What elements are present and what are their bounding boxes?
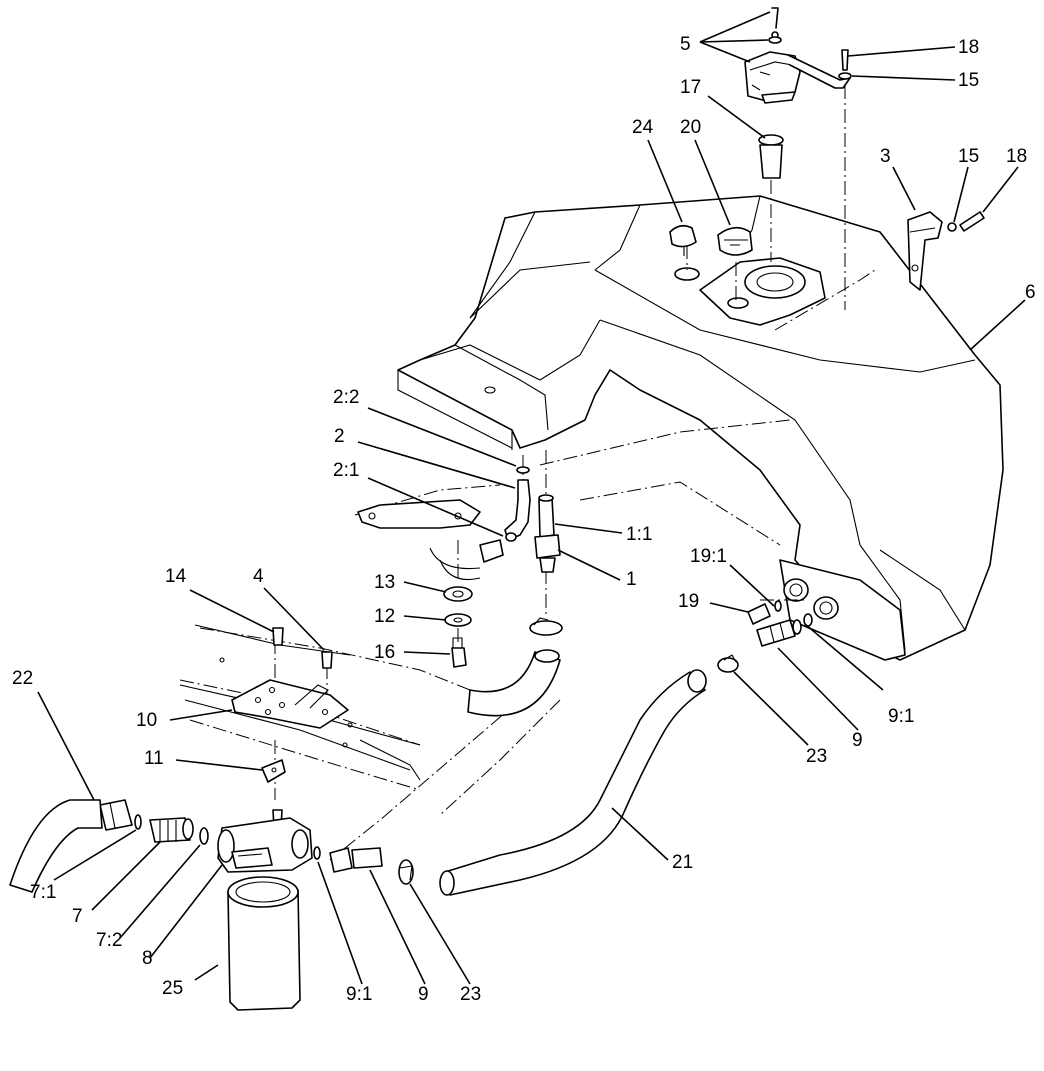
- adapter-fitting-7: [149, 817, 194, 843]
- callout-19: 19: [678, 591, 699, 612]
- return-hose: [439, 669, 707, 896]
- bolt-4: [321, 651, 333, 669]
- fuel-cap: [744, 7, 851, 104]
- callout-9-right: 9: [852, 730, 863, 751]
- callout-19-1: 19:1: [690, 546, 727, 567]
- fuel-strainer: [758, 134, 784, 179]
- callout-25: 25: [162, 978, 183, 999]
- elbow-fitting-2: [429, 466, 531, 581]
- o-ring-7-1: [134, 814, 142, 830]
- hose-clamp-23-lower: [398, 859, 414, 885]
- fuel-filter-element: [227, 876, 301, 1011]
- callout-13: 13: [374, 572, 395, 593]
- callout-2-1: 2:1: [333, 460, 359, 481]
- hose-barb-9-lower: [329, 847, 383, 873]
- swivel-nut-hose-22: [9, 799, 133, 893]
- callout-12: 12: [374, 606, 395, 627]
- bolt-14: [272, 627, 284, 646]
- callout-7-2: 7:2: [96, 930, 122, 951]
- callout-7: 7: [72, 906, 83, 927]
- hose-barb-9-upper: [756, 613, 813, 647]
- callout-10: 10: [136, 710, 157, 731]
- callout-8: 8: [142, 948, 153, 969]
- callout-18-upper: 18: [958, 37, 979, 58]
- callout-1-1: 1:1: [626, 524, 652, 545]
- callout-20: 20: [680, 117, 701, 138]
- tank-mount-bracket: [357, 499, 481, 529]
- callout-15-upper: 15: [958, 70, 979, 91]
- tank-outlet-fitting-1: [534, 494, 561, 573]
- hose-clamp-23-upper: [717, 654, 739, 673]
- callout-21: 21: [672, 852, 693, 873]
- callout-15-side: 15: [958, 146, 979, 167]
- hose-clamp-outlet: [529, 617, 563, 636]
- callout-18-side: 18: [1006, 146, 1027, 167]
- callout-9-1-right: 9:1: [888, 706, 914, 727]
- callout-14: 14: [165, 566, 187, 587]
- callout-2: 2: [334, 426, 345, 447]
- callout-1: 1: [626, 569, 637, 590]
- grommet-24: [669, 224, 697, 256]
- callout-5: 5: [680, 34, 691, 55]
- o-ring-9-1-lower: [313, 846, 321, 860]
- leader-lines: [37, 11, 1026, 985]
- callout-9-1-lower: 9:1: [346, 984, 372, 1005]
- callout-11: 11: [144, 748, 164, 769]
- callout-23-right: 23: [806, 746, 827, 767]
- callout-17: 17: [680, 77, 701, 98]
- callout-7-1: 7:1: [30, 882, 56, 903]
- callout-23-lower: 23: [460, 984, 481, 1005]
- spacer-bracket-11: [261, 759, 286, 783]
- callout-9-lower: 9: [418, 984, 429, 1005]
- callout-labels: 5 18 15 17 24 20 3 15 18 6 2:2 2 2:1 1:1…: [12, 34, 1036, 1005]
- o-ring-7-2: [199, 827, 209, 845]
- washer-stack: [443, 586, 473, 668]
- strap-washer: [838, 72, 852, 80]
- callout-16: 16: [374, 642, 395, 663]
- tank-clamp-bracket: [907, 211, 985, 291]
- callout-3: 3: [880, 146, 891, 167]
- filter-head: [217, 817, 313, 873]
- callout-6: 6: [1025, 282, 1036, 303]
- callout-4: 4: [253, 566, 264, 587]
- vent-valve-20: [717, 226, 753, 256]
- fuel-tank: [397, 195, 1004, 661]
- callout-24: 24: [632, 117, 654, 138]
- callout-2-2: 2:2: [333, 387, 359, 408]
- fuel-hose-outlet: [467, 649, 561, 717]
- callout-22: 22: [12, 668, 33, 689]
- filter-mount-bracket: [231, 679, 349, 729]
- fuel-cap-strap-screw: [841, 49, 849, 71]
- plug-19: [747, 600, 782, 625]
